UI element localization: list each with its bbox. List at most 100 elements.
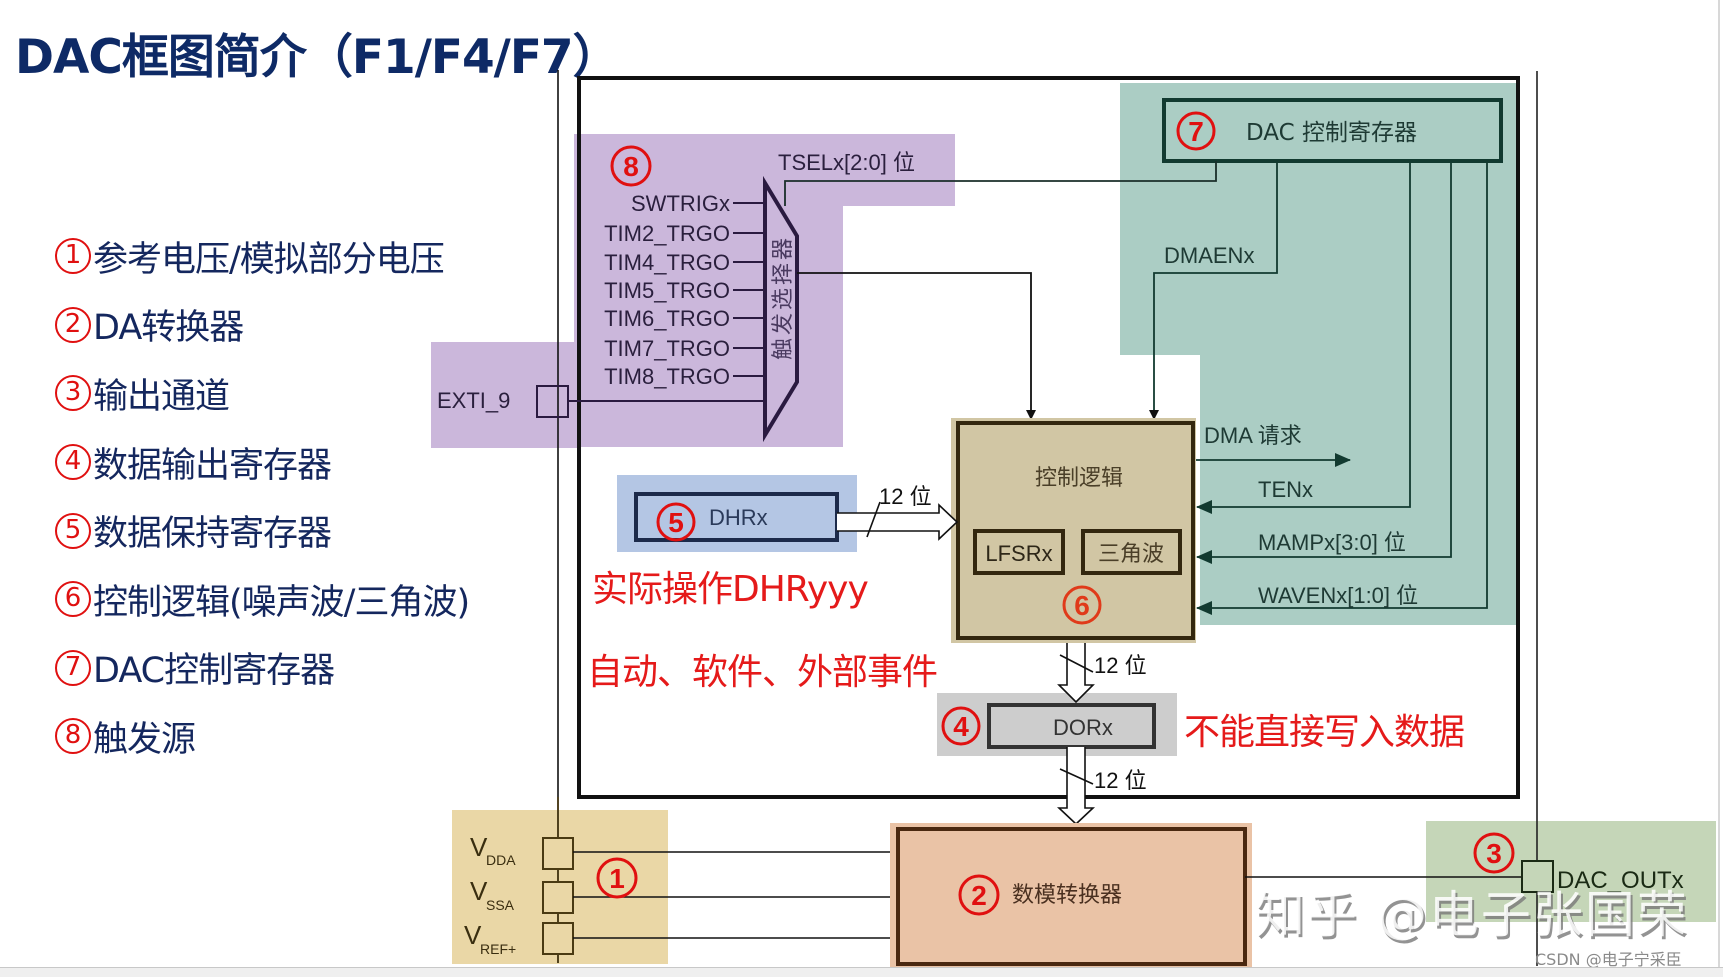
dhr-bits-label: 12 位	[879, 484, 932, 509]
dhr-note: 实际操作DHRyyy	[592, 569, 869, 610]
converter-label: 数模转换器	[1012, 883, 1122, 908]
mamp-label: MAMPx[3:0] 位	[1258, 530, 1406, 555]
vdda-label: V	[470, 832, 488, 862]
marker-icon: 3	[55, 375, 91, 412]
vref-sub: REF+	[480, 941, 516, 957]
waven-line	[1196, 161, 1488, 615]
dhr-bus-slash	[866, 501, 881, 538]
marker-2: 2	[971, 880, 987, 911]
legend-label: 输出通道	[93, 376, 230, 417]
triangle-box	[1081, 529, 1182, 575]
marker-2-icon	[958, 874, 1000, 916]
marker-icon: 5	[55, 512, 91, 549]
trigger-mux	[763, 175, 799, 443]
legend-label: 触发源	[93, 719, 196, 760]
tsel-line	[784, 161, 1217, 206]
vssa-sub: SSA	[486, 897, 515, 913]
legend-label: 数据保持寄存器	[93, 514, 332, 555]
exti-label: EXTI_9	[437, 388, 510, 413]
dac-boundary	[577, 76, 1520, 799]
marker-8-icon	[610, 145, 652, 187]
marker-1: 1	[609, 863, 625, 894]
logic-to-dor-slash	[1059, 654, 1094, 673]
ten-label: TENx	[1258, 477, 1313, 502]
dmaen-line	[1149, 161, 1278, 420]
marker-icon: 7	[55, 649, 91, 686]
legend-label: DAC控制寄存器	[93, 651, 335, 692]
marker-7-icon	[1176, 111, 1216, 151]
mamp-line	[1196, 161, 1452, 564]
trigger-input-label: TIM5_TRGO	[604, 278, 730, 303]
marker-5-icon	[656, 502, 696, 542]
logic-to-dor-bus	[1057, 643, 1095, 704]
output-pin	[1521, 860, 1554, 893]
marker-icon: 1	[55, 238, 91, 275]
marker-3: 3	[1486, 838, 1502, 869]
trigger-inputs	[733, 202, 765, 377]
marker-6-icon	[1062, 585, 1102, 625]
marker-8: 8	[623, 151, 639, 182]
dor-note: 不能直接写入数据	[1184, 712, 1465, 753]
zhihu-watermark: 知乎 @电子张国荣	[1255, 886, 1689, 944]
vref-pin	[542, 922, 574, 955]
marker-6: 6	[1074, 590, 1090, 621]
output-label: DAC_OUTx	[1557, 867, 1684, 894]
control-register-box	[1162, 98, 1503, 163]
vssa-pin	[542, 881, 574, 914]
marker-icon: 8	[55, 718, 91, 755]
waven-label: WAVENx[1:0] 位	[1258, 583, 1418, 608]
ten-line	[1196, 161, 1411, 514]
legend-label: 参考电压/模拟部分电压	[93, 239, 445, 280]
vdda-sub: DDA	[486, 852, 516, 868]
dor-in-bits-label: 12 位	[1094, 653, 1147, 678]
vssa-label: V	[470, 876, 488, 906]
page-title: DAC框图简介（F1/F4/F7）	[15, 30, 620, 85]
slide-right-border	[1718, 0, 1720, 967]
marker-3-icon	[1473, 832, 1515, 874]
lfsr-box	[973, 529, 1065, 575]
dor-to-converter-slash	[1059, 768, 1094, 785]
triangle-label: 三角波	[1098, 542, 1164, 567]
control-logic-label: 控制逻辑	[1035, 466, 1123, 491]
control-register-label: DAC 控制寄存器	[1246, 120, 1417, 146]
marker-icon: 4	[55, 444, 91, 481]
footer-bar	[0, 967, 1723, 977]
trigger-input-label: TIM4_TRGO	[604, 250, 730, 275]
lfsr-label: LFSRx	[985, 541, 1052, 566]
dor-to-converter-bus	[1056, 747, 1096, 826]
marker-4-icon	[941, 706, 981, 746]
marker-7: 7	[1188, 116, 1204, 147]
csdn-watermark: CSDN @电子宁采臣	[1535, 950, 1682, 969]
output-region	[1426, 821, 1716, 922]
dor-label: DORx	[1053, 715, 1113, 740]
trigger-input-label: TIM8_TRGO	[604, 364, 730, 389]
dor-out-bits-label: 12 位	[1094, 768, 1147, 793]
tsel-label: TSELx[2:0] 位	[778, 150, 915, 175]
marker-icon: 2	[55, 306, 91, 343]
trigger-note: 自动、软件、外部事件	[587, 652, 938, 693]
converter-box	[896, 827, 1247, 966]
marker-5: 5	[668, 507, 684, 538]
legend-label: DA转换器	[93, 308, 244, 349]
legend-label: 数据输出寄存器	[93, 445, 332, 486]
dmaen-label: DMAENx	[1164, 243, 1254, 268]
vdda-pin	[542, 837, 574, 870]
trigger-input-label: TIM2_TRGO	[604, 221, 730, 246]
trigger-input-label: TIM6_TRGO	[604, 306, 730, 331]
trigger-input-label: TIM7_TRGO	[604, 336, 730, 361]
vref-label: V	[464, 920, 482, 950]
marker-4: 4	[953, 711, 969, 742]
dma-request-label: DMA 请求	[1204, 423, 1302, 448]
marker-1-icon	[596, 857, 638, 899]
